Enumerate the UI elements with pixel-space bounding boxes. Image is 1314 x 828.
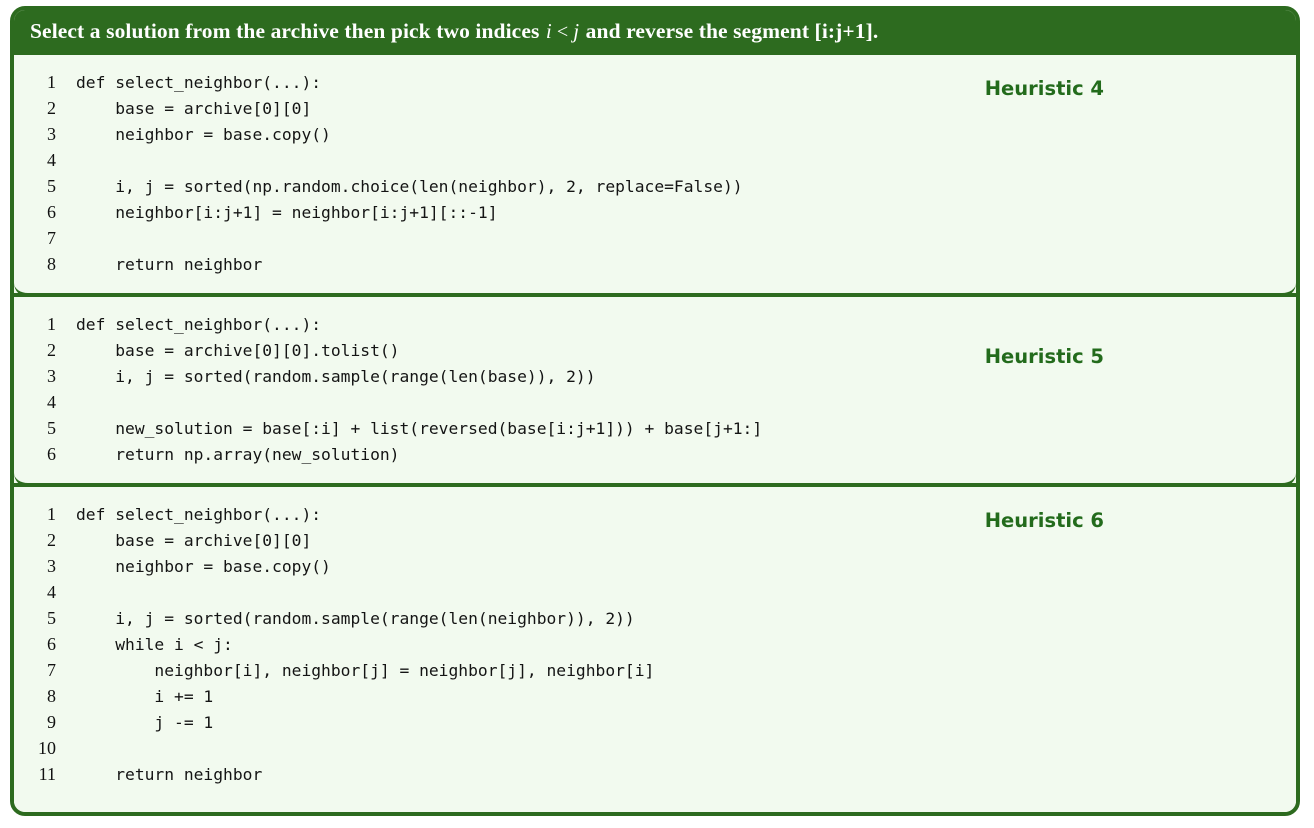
line-number: 3: [47, 124, 56, 144]
figure-caption-band: Select a solution from the archive then …: [14, 10, 1296, 55]
code-line: neighbor[i:j+1] = neighbor[i:j+1][::-1]: [76, 203, 498, 222]
line-number: 2: [47, 340, 56, 360]
caption-prefix: Select a solution from the archive then …: [30, 18, 545, 43]
line-number: 4: [47, 150, 56, 170]
code-row: 5 new_solution = base[:i] + list(reverse…: [14, 415, 1296, 441]
line-number: 2: [47, 98, 56, 118]
line-number: 2: [47, 530, 56, 550]
code-blocks-container: Heuristic 4 1 def select_neighbor(...): 2…: [14, 55, 1296, 812]
code-line: def select_neighbor(...):: [76, 505, 322, 524]
caption-math-var-j: j: [573, 18, 580, 43]
code-row: 5 i, j = sorted(random.sample(range(len(…: [14, 605, 1296, 631]
code-block-heuristic-4: Heuristic 4 1 def select_neighbor(...): 2…: [14, 55, 1296, 297]
code-row: 2 base = archive[0][0]: [14, 95, 1296, 121]
code-line: def select_neighbor(...):: [76, 73, 322, 92]
code-row: 9 j -= 1: [14, 709, 1296, 735]
code-listing-6: 1 def select_neighbor(...): 2 base = arch…: [14, 501, 1296, 787]
caption-math-relation: <: [556, 20, 569, 43]
line-number: 7: [47, 228, 56, 248]
code-line: i, j = sorted(random.sample(range(len(ne…: [76, 609, 635, 628]
code-line: while i < j:: [76, 635, 233, 654]
code-row: 1 def select_neighbor(...):: [14, 69, 1296, 95]
code-row: 5 i, j = sorted(np.random.choice(len(nei…: [14, 173, 1296, 199]
code-line: i, j = sorted(random.sample(range(len(ba…: [76, 367, 596, 386]
line-number: 8: [47, 254, 56, 274]
code-line: base = archive[0][0]: [76, 531, 312, 550]
code-row: 7: [14, 225, 1296, 251]
code-row: 3 neighbor = base.copy(): [14, 553, 1296, 579]
line-number: 9: [47, 712, 56, 732]
code-row: 6 return np.array(new_solution): [14, 441, 1296, 467]
line-number: 3: [47, 366, 56, 386]
code-row: 8 return neighbor: [14, 251, 1296, 277]
line-number: 8: [47, 686, 56, 706]
code-row: 8 i += 1: [14, 683, 1296, 709]
code-listing-4: 1 def select_neighbor(...): 2 base = arch…: [14, 69, 1296, 277]
code-line: return neighbor: [76, 255, 263, 274]
code-line: neighbor = base.copy(): [76, 125, 331, 144]
code-row: 7 neighbor[i], neighbor[j] = neighbor[j]…: [14, 657, 1296, 683]
code-line: base = archive[0][0]: [76, 99, 312, 118]
line-number: 1: [47, 504, 56, 524]
line-number: 1: [47, 314, 56, 334]
line-number: 4: [47, 582, 56, 602]
code-block-heuristic-6: Heuristic 6 1 def select_neighbor(...): 2…: [14, 487, 1296, 803]
code-listing-5: 1 def select_neighbor(...): 2 base = arch…: [14, 311, 1296, 467]
code-row: 10: [14, 735, 1296, 761]
line-number: 4: [47, 392, 56, 412]
code-row: 4: [14, 389, 1296, 415]
heuristic-label-5: Heuristic 5: [984, 345, 1104, 368]
code-row: 1 def select_neighbor(...):: [14, 501, 1296, 527]
heuristic-label-6: Heuristic 6: [984, 509, 1104, 532]
code-line: base = archive[0][0].tolist(): [76, 341, 400, 360]
line-number: 10: [38, 738, 56, 758]
line-number: 5: [47, 418, 56, 438]
line-number: 3: [47, 556, 56, 576]
code-row: 6 neighbor[i:j+1] = neighbor[i:j+1][::-1…: [14, 199, 1296, 225]
code-row: 4: [14, 579, 1296, 605]
code-line: neighbor = base.copy(): [76, 557, 331, 576]
code-line: def select_neighbor(...):: [76, 315, 322, 334]
code-line: neighbor[i], neighbor[j] = neighbor[j], …: [76, 661, 655, 680]
line-number: 5: [47, 176, 56, 196]
caption-math-var-i: i: [545, 18, 552, 43]
line-number: 1: [47, 72, 56, 92]
code-line: return neighbor: [76, 765, 263, 784]
code-line: new_solution = base[:i] + list(reversed(…: [76, 419, 763, 438]
line-number: 6: [47, 444, 56, 464]
code-row: 4: [14, 147, 1296, 173]
code-row: 11 return neighbor: [14, 761, 1296, 787]
code-row: 2 base = archive[0][0]: [14, 527, 1296, 553]
line-number: 5: [47, 608, 56, 628]
line-number: 6: [47, 202, 56, 222]
code-row: 2 base = archive[0][0].tolist(): [14, 337, 1296, 363]
figure-caption-text: Select a solution from the archive then …: [30, 19, 878, 44]
code-block-heuristic-5: Heuristic 5 1 def select_neighbor(...): 2…: [14, 297, 1296, 487]
heuristic-figure-frame: Select a solution from the archive then …: [10, 6, 1300, 816]
code-row: 6 while i < j:: [14, 631, 1296, 657]
code-line: return np.array(new_solution): [76, 445, 400, 464]
line-number: 6: [47, 634, 56, 654]
code-line: i, j = sorted(np.random.choice(len(neigh…: [76, 177, 743, 196]
code-line: i += 1: [76, 687, 214, 706]
caption-suffix: and reverse the segment [i:j+1].: [580, 18, 879, 43]
line-number: 7: [47, 660, 56, 680]
code-row: 3 i, j = sorted(random.sample(range(len(…: [14, 363, 1296, 389]
code-row: 3 neighbor = base.copy(): [14, 121, 1296, 147]
heuristic-label-4: Heuristic 4: [984, 77, 1104, 100]
code-row: 1 def select_neighbor(...):: [14, 311, 1296, 337]
line-number: 11: [38, 764, 56, 784]
code-line: j -= 1: [76, 713, 214, 732]
